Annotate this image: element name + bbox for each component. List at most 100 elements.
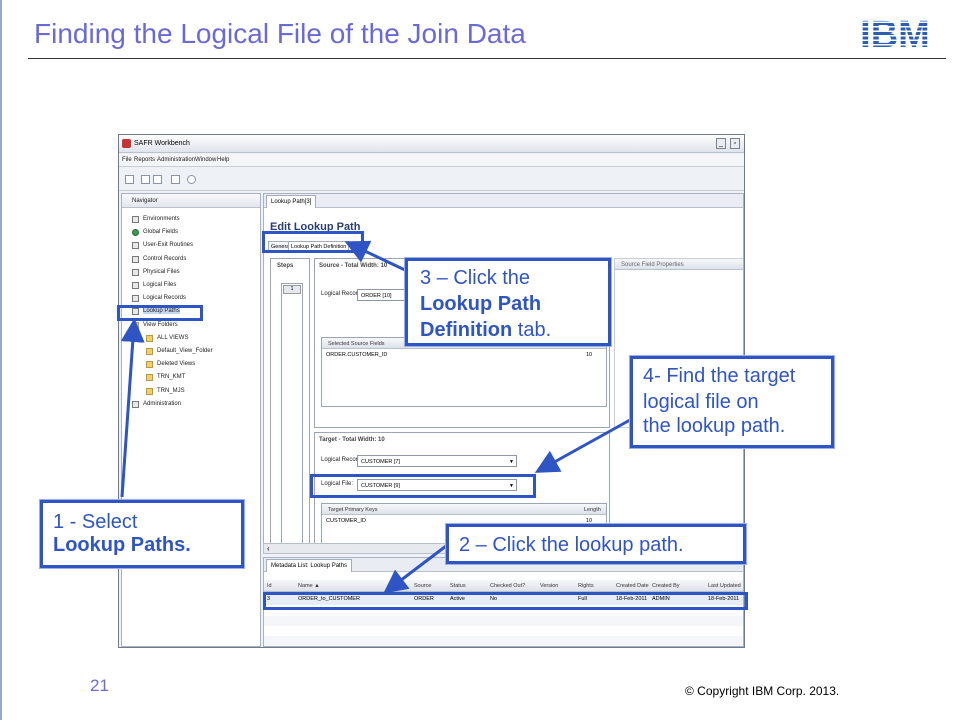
- source-field-cell[interactable]: ORDER.CUSTOMER_ID: [326, 352, 388, 358]
- save-all-icon[interactable]: [153, 175, 162, 184]
- svg-text:IBM: IBM: [860, 14, 930, 52]
- sidebar-item-label: Deleted Views: [157, 361, 196, 368]
- column-header[interactable]: Status: [450, 583, 466, 589]
- arrow-to-lookup-path-row: [383, 541, 451, 594]
- slide-title: Finding the Logical File of the Join Dat…: [34, 18, 526, 49]
- target-key-cell[interactable]: CUSTOMER_ID: [326, 518, 366, 524]
- metadata-list-tab[interactable]: Metadata List: Lookup Paths: [266, 559, 353, 572]
- column-header[interactable]: Version: [540, 583, 559, 589]
- folder-icon: [146, 361, 153, 369]
- environments-icon: [132, 216, 139, 223]
- new-icon[interactable]: [125, 175, 134, 184]
- page-number: 21: [90, 676, 109, 695]
- callout-click-definition-tab: 3 – Click the Lookup Path Definition tab…: [405, 258, 611, 346]
- app-icon: [122, 139, 131, 148]
- editor-tab-bar: Lookup Path[3]: [264, 194, 743, 208]
- save-icon[interactable]: [141, 175, 150, 184]
- properties-header-bar: Source Field Properties: [615, 259, 743, 270]
- column-header[interactable]: Checked Out?: [490, 583, 526, 589]
- file-icon: [132, 282, 139, 289]
- column-header[interactable]: Id: [267, 583, 272, 589]
- target-logical-file-value: CUSTOMER [9]: [361, 483, 401, 489]
- column-header[interactable]: Source: [414, 583, 432, 589]
- highlight-lookup-paths-item: [117, 305, 203, 321]
- source-header: Source - Total Width: 10: [319, 263, 388, 269]
- sidebar-item-label: Administration: [143, 400, 182, 407]
- menu-window[interactable]: Window: [195, 157, 217, 163]
- source-logical-record-label: Logical Record:: [321, 291, 363, 297]
- callout-click-lookup-path: 2 – Click the lookup path.: [446, 524, 746, 564]
- sidebar-item-label: View Folders: [143, 321, 178, 328]
- sidebar-item-label: Logical Files: [143, 282, 177, 288]
- sidebar-item-label: Logical Records: [143, 295, 187, 302]
- help-icon[interactable]: [187, 175, 196, 184]
- column-header[interactable]: Created Date: [616, 583, 649, 589]
- arrow-to-logical-file: [534, 418, 631, 473]
- arrow-to-definition-tab: [344, 240, 406, 272]
- properties-header: Source Field Properties: [621, 262, 684, 268]
- menu-file[interactable]: File: [122, 157, 132, 163]
- menu-reports[interactable]: Reports: [134, 157, 156, 163]
- column-header[interactable]: Last Updated: [708, 583, 741, 589]
- target-logical-record-combo[interactable]: CUSTOMER [7] ▼: [357, 455, 517, 467]
- editor-tab-lookup-path[interactable]: Lookup Path[3]: [266, 195, 317, 208]
- table-cell: 3: [267, 596, 271, 602]
- folder-icon: [146, 374, 153, 382]
- callout-2-text: 2 – Click the lookup path.: [459, 534, 684, 556]
- table-cell: Active: [450, 596, 465, 602]
- folder-icon: [146, 387, 153, 395]
- table-cell: ORDER_to_CUSTOMER: [298, 596, 360, 602]
- table-cell: 18-Feb-2011: [708, 596, 740, 602]
- target-logical-record-value: CUSTOMER [7]: [361, 459, 401, 465]
- lookup-path-icon: [132, 308, 139, 316]
- editor-heading: Edit Lookup Path: [270, 221, 361, 233]
- metadata-list-panel: Metadata List: Lookup Paths Id Name ▲ Sour…: [263, 557, 744, 647]
- chevron-down-icon: ▼: [509, 483, 514, 489]
- sidebar-item-label: TRN_KMT: [157, 374, 186, 381]
- steps-panel: Steps 1: [270, 258, 310, 550]
- globe-icon: [132, 229, 139, 237]
- sidebar-item-label: ALL VIEWS: [157, 334, 189, 341]
- column-header[interactable]: Created By: [652, 583, 680, 589]
- target-logical-file-combo[interactable]: CUSTOMER [9] ▼: [357, 479, 517, 491]
- toolbar: [119, 168, 744, 191]
- edit-icon[interactable]: [171, 175, 180, 184]
- column-header[interactable]: Name ▲: [298, 583, 320, 589]
- highlight-lookup-path-row: [263, 592, 748, 610]
- menu-help[interactable]: Help: [217, 157, 230, 163]
- folder-icon: [146, 348, 153, 355]
- navigator-tab-label: Navigator: [132, 198, 158, 204]
- callout-3-bold1: Lookup Path: [420, 293, 542, 315]
- sidebar-item-label: Global Fields: [143, 229, 179, 236]
- folder-icon: [146, 334, 153, 342]
- callout-3-line1: 3 – Click the: [420, 267, 531, 289]
- minimize-button[interactable]: _: [716, 138, 726, 149]
- table-cell: Full: [578, 596, 587, 602]
- metadata-empty-rows: [264, 606, 743, 646]
- highlight-logical-file-field: [310, 474, 536, 498]
- target-logical-file-label: Logical File:: [321, 481, 354, 487]
- source-logical-record-value: ORDER [10]: [361, 293, 392, 299]
- column-header[interactable]: Rights: [578, 583, 594, 589]
- target-keys-header: Target Primary Keys: [328, 507, 378, 513]
- callout-select-lookup-paths: 1 - Select Lookup Paths.: [40, 500, 244, 568]
- scroll-left-icon[interactable]: ‹: [267, 544, 270, 553]
- table-cell: ORDER: [414, 596, 434, 602]
- target-header: Target - Total Width: 10: [319, 437, 385, 443]
- sidebar-item-label: Default_View_Folder: [157, 348, 213, 354]
- sidebar-item-label: Environments: [143, 216, 180, 222]
- source-fields-header: Selected Source Fields: [328, 341, 385, 347]
- table-cell: 18-Feb-2011: [616, 596, 648, 602]
- table-cell: ADMIN: [652, 596, 670, 602]
- step-1[interactable]: 1: [283, 285, 301, 294]
- callout-3-tail: tab.: [512, 319, 552, 341]
- sidebar-item-label: User-Exit Routines: [143, 242, 194, 249]
- menu-administration[interactable]: Administration: [157, 157, 196, 163]
- menu-bar: File Reports Administration Window Help: [119, 154, 744, 167]
- navigator-tab[interactable]: Navigator: [122, 194, 260, 208]
- sidebar-item-label: Control Records: [143, 255, 187, 262]
- restore-button[interactable]: ▫: [730, 138, 740, 149]
